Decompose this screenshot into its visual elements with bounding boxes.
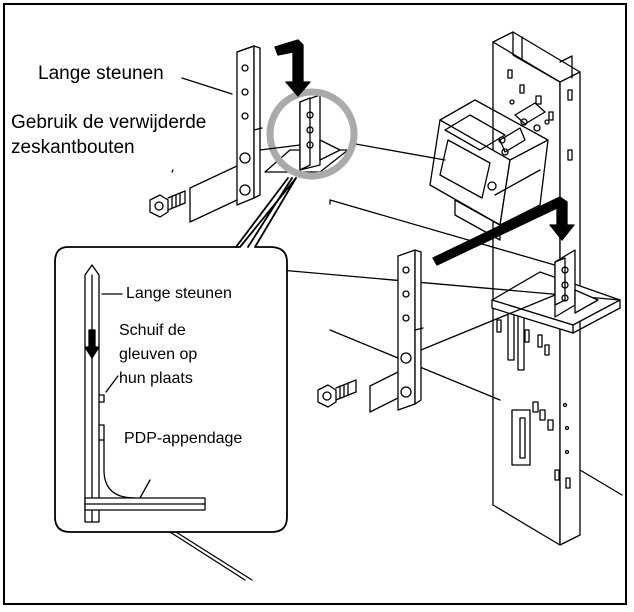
hex-bolt-top [149,190,186,218]
callout-tail-line-2 [175,531,253,581]
bent-arrow-down-icon [274,39,311,97]
label-long-supports: Lange steunen [38,63,164,84]
highlight-circle [266,88,358,180]
label-slide-grooves-line3: hun plaats [119,370,193,387]
leader-bolts [171,169,174,173]
label-slide-grooves-line2: gleuven op [119,346,198,363]
leader-long-supports [181,77,233,95]
long-support-middle [369,249,556,413]
bent-arrow-down-icon [432,196,575,266]
callout-tail-line-1 [169,531,246,581]
label-reuse-bolts-line1: Gebruik de verwijderde [11,112,207,133]
label-inset-long-supports: Lange steunen [126,285,232,302]
label-slide-grooves-line1: Schuif de [119,322,186,339]
inset-detail-drawing [84,264,206,523]
label-pdp-attachment: PDP-appendage [124,430,243,447]
diagram-frame [3,3,627,605]
arrow-down-icon [84,329,100,359]
hex-bolt-middle [317,379,357,408]
right-mount-bracket [554,249,599,318]
long-support-top [189,45,301,223]
left-mount-bracket [264,94,349,173]
stand-chassis [429,31,623,546]
label-reuse-bolts-line2: zeskantbouten [11,137,135,158]
detail-callout [54,177,297,533]
